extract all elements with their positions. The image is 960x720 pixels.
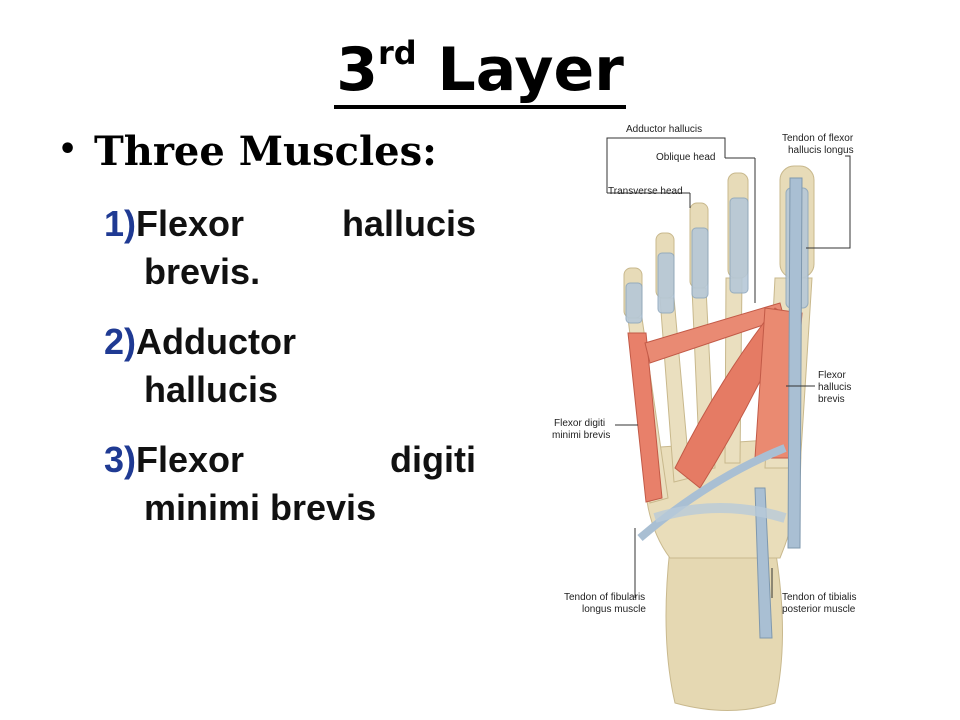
label-fibularis-line1: Tendon of fibularis	[564, 592, 646, 603]
label-fdmb-line1: Flexor digiti	[554, 418, 606, 429]
label-fibularis-line2: longus muscle	[582, 604, 646, 615]
fibularis-longus-tendon	[637, 444, 787, 542]
item-number: 1)	[104, 203, 137, 244]
foot-illustration	[606, 137, 851, 711]
label-tendon-fhl-line1: Tendon of flexor	[782, 133, 854, 144]
label-fdmb-line2: minimi brevis	[552, 430, 611, 441]
title-superscript: rd	[377, 34, 417, 72]
label-fhb-line1: Flexor	[818, 370, 846, 381]
list-item: 3)Flexor digiti minimi brevis	[104, 436, 476, 532]
bullet-marker: •	[58, 132, 78, 167]
item-word: digiti	[390, 439, 476, 480]
bullet-heading: • Three Muscles:	[58, 128, 437, 175]
tibialis-posterior-tendon	[754, 487, 773, 639]
title-underline-group: 3rd Layer	[334, 35, 626, 109]
title-word: Layer	[416, 35, 624, 105]
list-item: 2)Adductor hallucis	[104, 318, 476, 414]
item-continuation: hallucis	[144, 369, 279, 410]
item-number: 2)	[104, 321, 137, 362]
leader-lines	[606, 137, 851, 598]
label-fhb-line3: brevis	[818, 394, 845, 405]
item-word: hallucis	[341, 203, 476, 244]
item-word: Adductor	[136, 321, 296, 362]
ligament-band	[653, 503, 787, 523]
flexor-digiti-minimi-brevis-muscle	[627, 332, 663, 503]
heel-bone	[665, 547, 783, 711]
foot-anatomy-figure: Adductor hallucis Oblique head Transvers…	[550, 118, 870, 718]
list-item: 1)Flexor hallucis brevis.	[104, 200, 476, 296]
slide-title: 3rd Layer	[0, 30, 960, 110]
label-tibialis-line2: posterior muscle	[782, 604, 856, 615]
title-number: 3	[336, 35, 378, 105]
item-continuation: minimi brevis	[144, 487, 377, 528]
item-word: Flexor	[136, 439, 245, 480]
label-tibialis-line1: Tendon of tibialis	[782, 592, 857, 603]
label-adductor-hallucis: Adductor hallucis	[626, 124, 703, 135]
bullet-text: Three Muscles:	[94, 128, 437, 175]
label-oblique-head: Oblique head	[656, 152, 716, 163]
item-number: 3)	[104, 439, 137, 480]
item-word: Flexor	[136, 203, 245, 244]
flexor-hallucis-longus-tendon	[787, 177, 803, 549]
label-tendon-fhl-line2: hallucis longus	[788, 145, 854, 156]
label-transverse-head: Transverse head	[608, 186, 683, 197]
label-fhb-line2: hallucis	[818, 382, 852, 393]
item-continuation: brevis.	[144, 251, 261, 292]
